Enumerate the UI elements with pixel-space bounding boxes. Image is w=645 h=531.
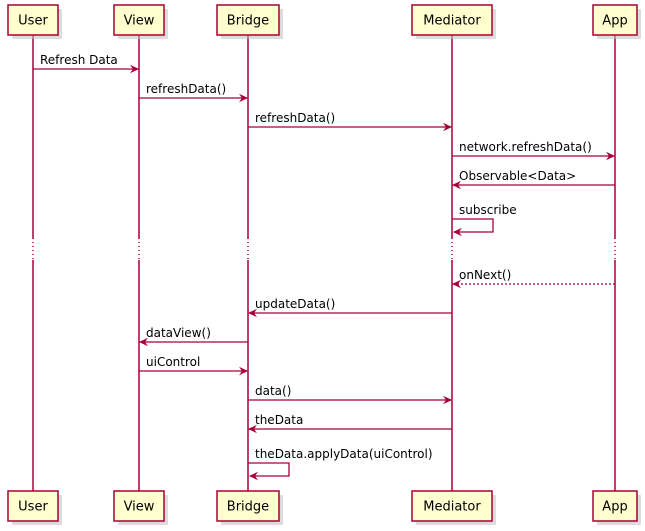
participant-box-top-app[interactable]	[592, 4, 638, 36]
message-10-uicontrol-label: uiControl	[146, 355, 200, 369]
message-9-dataview-label: dataView()	[146, 326, 211, 340]
message-5-observable-data-arrowhead	[452, 180, 461, 190]
participant-label-mediator: Mediator	[423, 500, 481, 515]
message-6-subscribe-label: subscribe	[459, 203, 517, 217]
message-5-observable-data-label: Observable<Data>	[459, 169, 576, 183]
participant-label-bridge: Bridge	[227, 500, 269, 515]
participant-box-bottom-bridge[interactable]	[216, 490, 280, 522]
participant-label-user: User	[18, 14, 48, 29]
message-9-dataview-arrowhead	[139, 337, 148, 347]
participant-label-user: User	[18, 500, 48, 515]
participant-box-top-view[interactable]	[113, 4, 165, 36]
message-6-subscribe-line	[452, 218, 494, 233]
message-2-refreshdata-label: refreshData()	[146, 82, 226, 96]
message-11-data-label: data()	[255, 384, 291, 398]
message-7-onnext-arrowhead	[452, 279, 461, 289]
message-7-onnext-label: onNext()	[459, 268, 511, 282]
message-12-thedata-arrowhead	[248, 424, 257, 434]
participant-box-bottom-user[interactable]	[7, 490, 59, 522]
participant-label-view: View	[124, 14, 155, 29]
message-3-refreshdata-label: refreshData()	[255, 111, 335, 125]
participant-label-app: App	[602, 14, 627, 29]
participant-box-bottom-view[interactable]	[113, 490, 165, 522]
participant-box-bottom-app[interactable]	[592, 490, 638, 522]
message-3-refreshdata-arrowhead	[443, 122, 452, 132]
message-4-network-refreshdata-label: network.refreshData()	[459, 140, 592, 154]
participants-top-group: User View Bridge Mediator App	[7, 4, 641, 39]
participant-label-view: View	[124, 500, 155, 515]
message-12-thedata-label: theData	[255, 413, 303, 427]
message-6-subscribe-arrowhead	[453, 227, 462, 237]
message-8-updatedata-arrowhead	[248, 308, 257, 318]
participant-box-bottom-mediator[interactable]	[411, 490, 493, 522]
participant-label-bridge: Bridge	[227, 14, 269, 29]
participant-label-app: App	[602, 500, 627, 515]
message-13-thedata-applydata-uicontrol-line	[248, 462, 290, 477]
participant-box-top-mediator[interactable]	[411, 4, 493, 36]
participant-box-top-user[interactable]	[7, 4, 59, 36]
participants-bottom-group: User View Bridge Mediator App	[7, 490, 641, 525]
message-11-data-arrowhead	[443, 395, 452, 405]
message-13-thedata-applydata-uicontrol-arrowhead	[249, 471, 258, 481]
participant-label-mediator: Mediator	[423, 14, 481, 29]
message-13-thedata-applydata-uicontrol-label: theData.applyData(uiControl)	[255, 447, 433, 461]
message-1-refresh-data-arrowhead	[130, 64, 139, 74]
message-4-network-refreshdata-arrowhead	[606, 151, 615, 161]
messages-group: Refresh Data refreshData() refreshData() ne…	[33, 53, 615, 481]
participant-box-top-bridge[interactable]	[216, 4, 280, 36]
message-2-refreshdata-arrowhead	[239, 93, 248, 103]
message-1-refresh-data-label: Refresh Data	[40, 53, 118, 67]
message-8-updatedata-label: updateData()	[255, 297, 335, 311]
message-10-uicontrol-arrowhead	[239, 366, 248, 376]
lifelines-group	[32, 35, 616, 491]
